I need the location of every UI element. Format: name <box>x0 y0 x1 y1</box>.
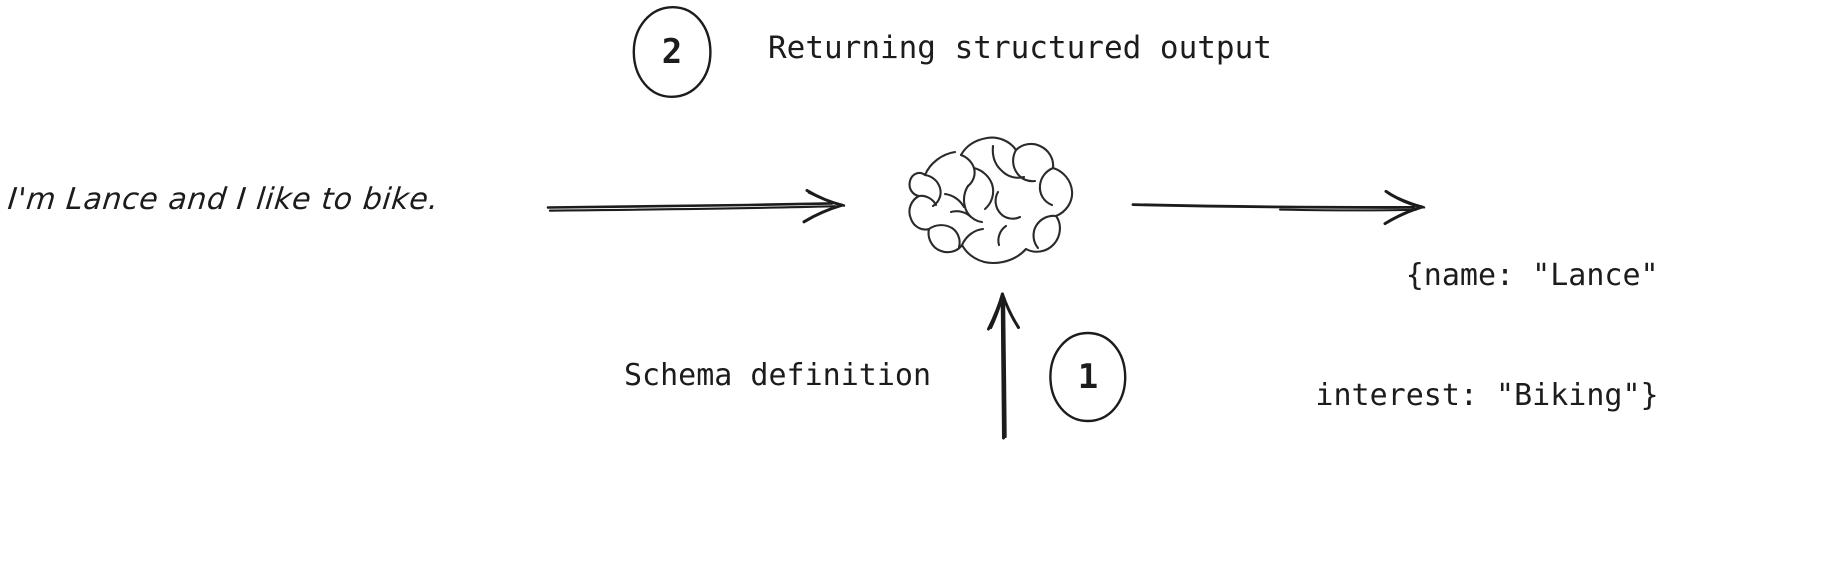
model-to-output-arrow <box>1131 189 1426 226</box>
output-json-block: {name: "Lance" interest: "Biking"} <box>1315 176 1658 496</box>
schema-json-block: {name: "Person's name" interest: "Person… <box>721 486 1263 566</box>
brain-icon <box>908 136 1074 265</box>
step-badge-2-number: 2 <box>661 32 683 72</box>
schema-to-model-arrow <box>987 292 1020 440</box>
step-badge-1: 1 <box>1040 330 1136 424</box>
output-json-line-2: interest: "Biking"} <box>1315 378 1659 413</box>
badge-1-circle <box>1049 331 1127 423</box>
input-utterance-text: I'm Lance and I like to bike. <box>6 182 441 217</box>
step-badge-1-number: 1 <box>1077 357 1099 397</box>
output-json-line-1: {name: "Lance" <box>1405 258 1659 293</box>
input-to-model-arrow <box>546 189 846 224</box>
step-2-label: Returning structured output <box>768 30 1272 66</box>
schema-definition-label: Schema definition <box>624 358 932 393</box>
badge-2-circle <box>632 5 712 99</box>
step-badge-2: 2 <box>622 4 722 100</box>
